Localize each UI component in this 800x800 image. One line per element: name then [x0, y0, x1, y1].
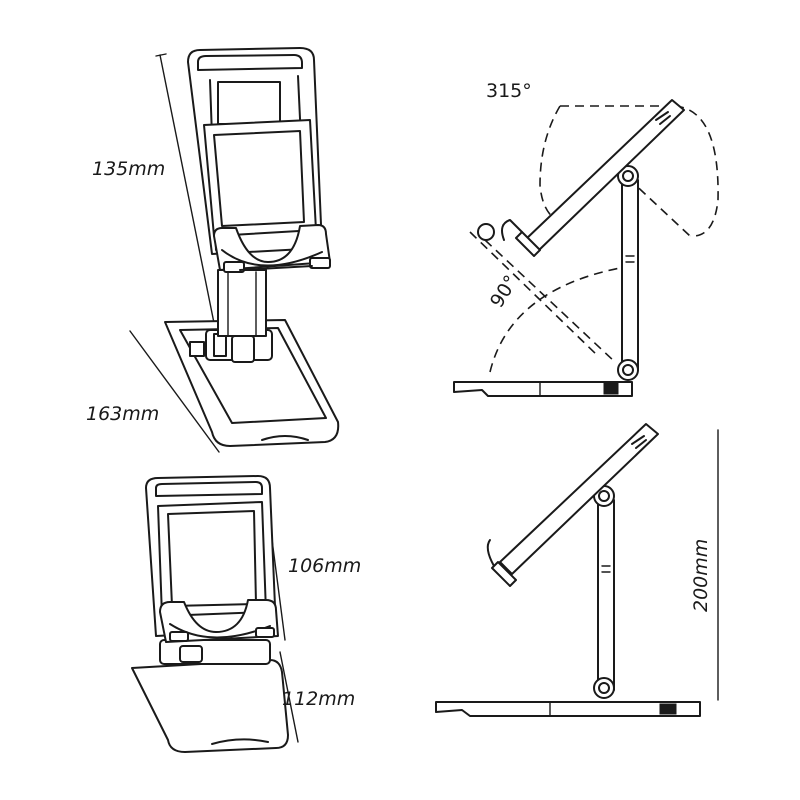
angle-arc-90 [469, 231, 621, 373]
folded-holder-plate [145, 475, 277, 637]
side-vertical-arm [617, 165, 639, 381]
depth-dimension-line-112 [279, 651, 299, 743]
rotation-label-315: 315° [486, 80, 532, 102]
tall-vertical-arm [593, 485, 615, 699]
support-arm [217, 269, 267, 337]
side-ghost-holder [477, 223, 495, 241]
phone-holder-plate [187, 47, 323, 255]
height-label-106mm: 106mm [288, 555, 362, 577]
side-tilted-holder [501, 99, 685, 257]
side-base [453, 381, 633, 397]
depth-label-112mm: 112mm [282, 688, 356, 710]
rotation-arc-315 [539, 105, 719, 237]
depth-label-163mm: 163mm [86, 403, 160, 425]
phone-ledge [213, 224, 331, 273]
folded-ledge [159, 599, 279, 643]
tall-tilted-holder [486, 423, 659, 587]
depth-dimension-line-163 [129, 330, 220, 453]
height-label-200mm: 200mm [690, 538, 712, 612]
folded-hinge [159, 639, 271, 665]
height-dimension-line-135 [155, 53, 215, 324]
folded-base-plate [131, 659, 289, 753]
tall-base [435, 701, 701, 717]
height-label-135mm: 135mm [92, 158, 166, 180]
